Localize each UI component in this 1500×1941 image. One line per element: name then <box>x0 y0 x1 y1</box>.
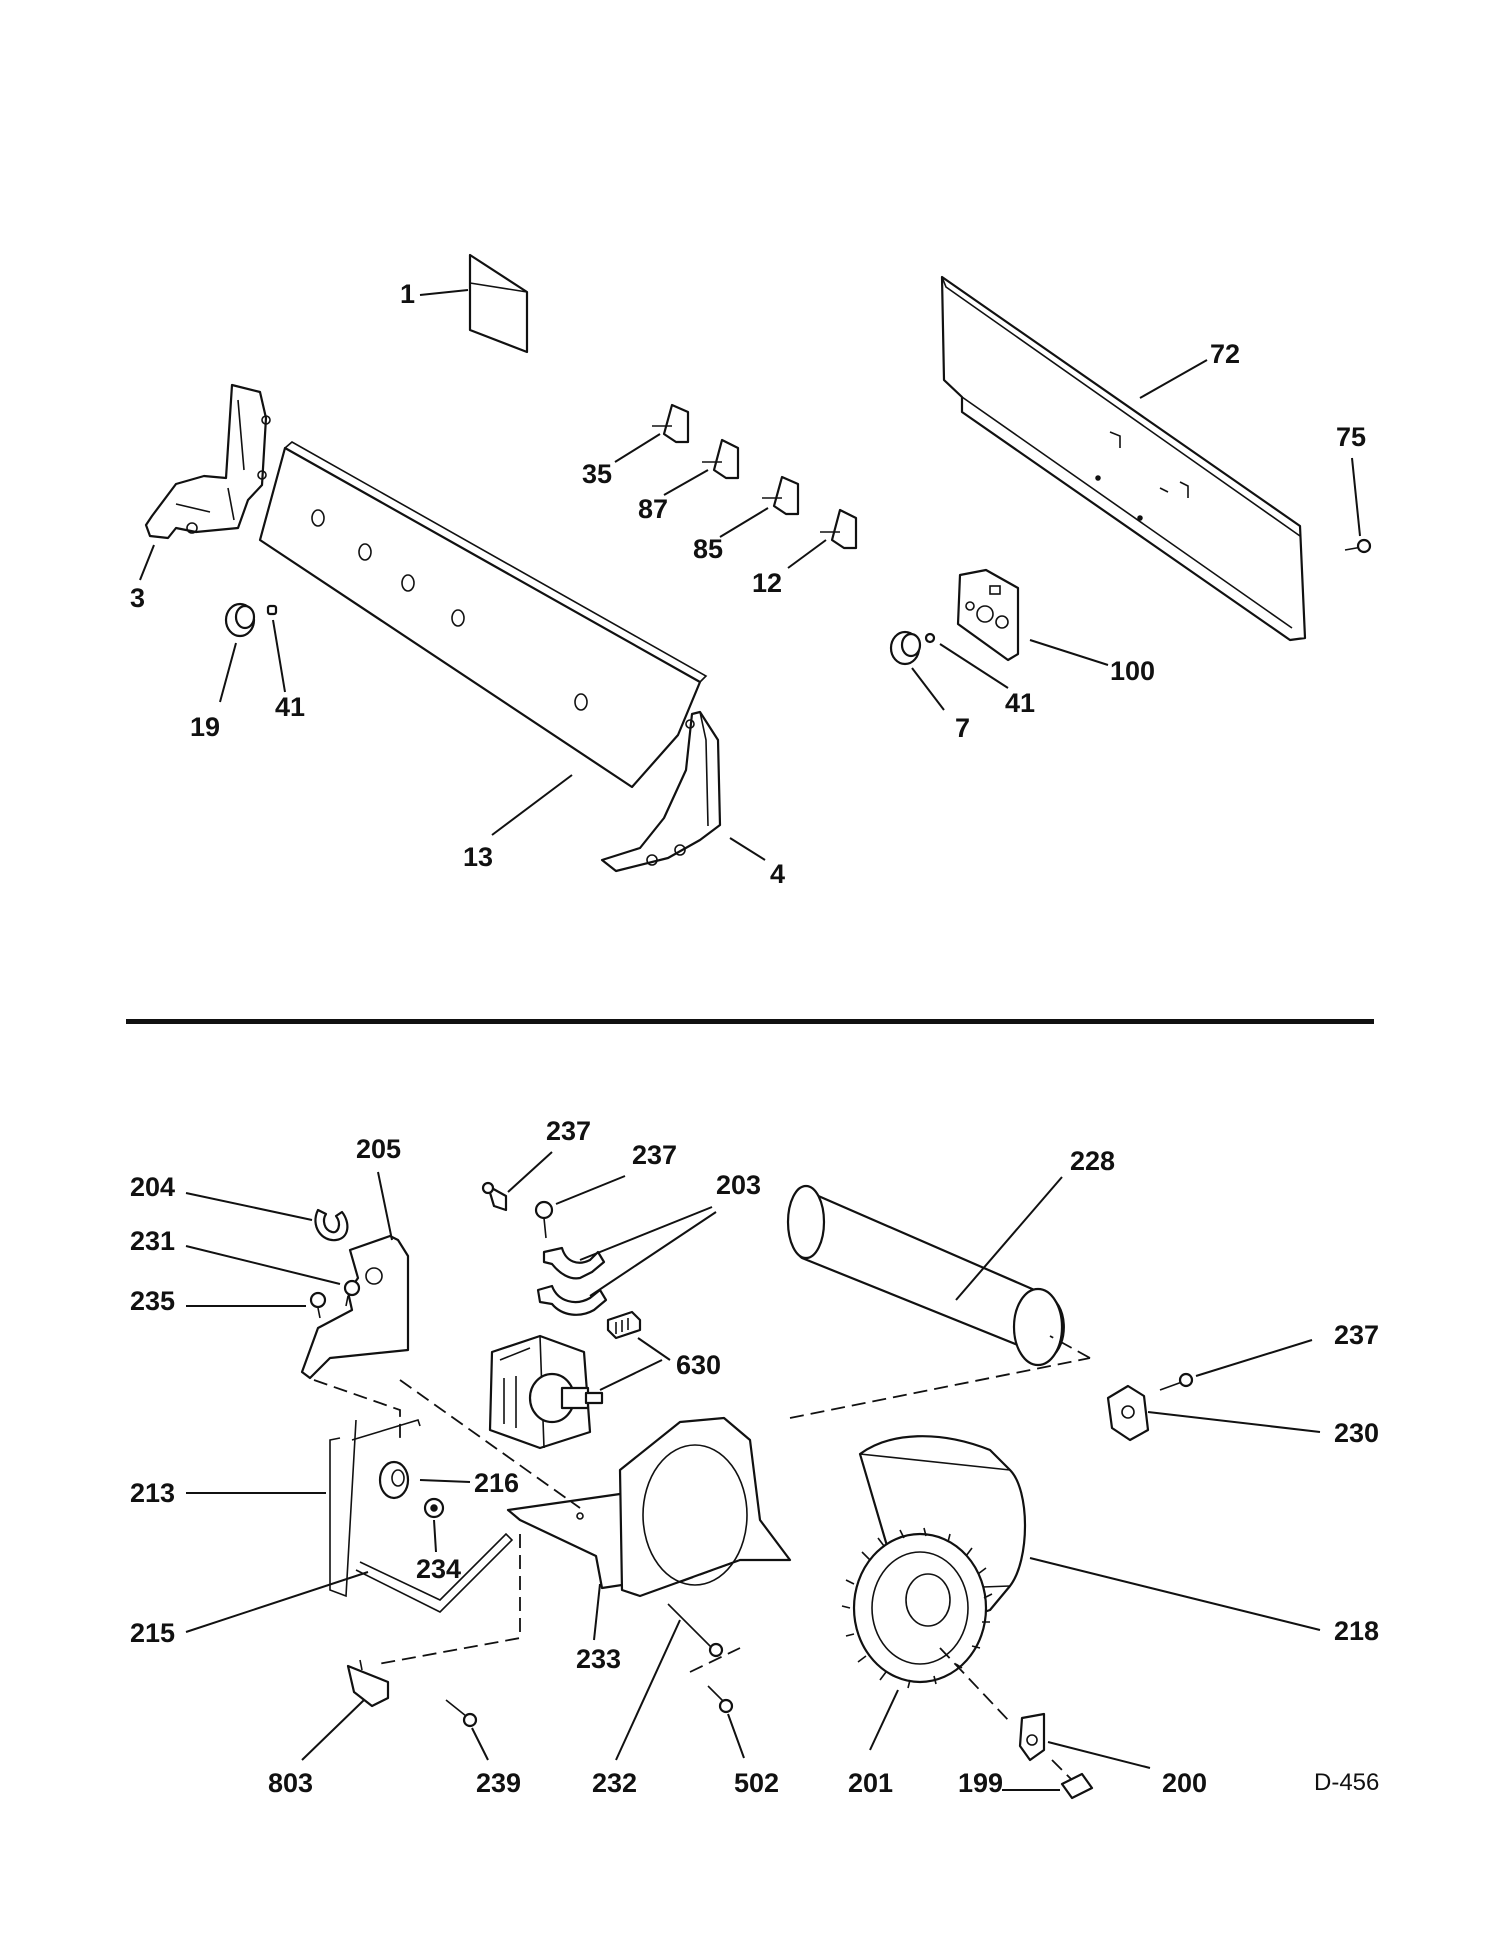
part-3-left-bracket <box>139 383 271 581</box>
label-216: 216 <box>474 1468 519 1498</box>
label-228: 228 <box>1070 1146 1115 1176</box>
part-502-screw <box>707 1685 745 1759</box>
label-199: 199 <box>958 1768 1003 1798</box>
part-13-control-panel <box>258 441 708 836</box>
motor-blower-section: 237 205 237 203 228 204 231 235 630 237 … <box>130 1116 1379 1800</box>
label-41-left: 41 <box>275 692 305 722</box>
label-3: 3 <box>130 583 145 613</box>
label-7: 7 <box>955 713 970 743</box>
label-35: 35 <box>582 459 612 489</box>
part-232-bolt <box>615 1603 724 1761</box>
part-203-motor-clamps <box>536 1206 717 1316</box>
label-201: 201 <box>848 1768 893 1798</box>
part-630-connector <box>606 1310 671 1361</box>
label-215: 215 <box>130 1618 175 1648</box>
part-85-switch <box>719 475 800 538</box>
part-72-rear-panel <box>940 275 1307 642</box>
part-239-screw <box>445 1699 489 1761</box>
part-216-idler-pulley <box>378 1460 471 1500</box>
label-232: 232 <box>592 1768 637 1798</box>
part-205-motor-bracket <box>300 1171 410 1380</box>
part-19-knob-left <box>219 602 256 703</box>
label-200: 200 <box>1162 1768 1207 1798</box>
part-4-right-bracket <box>600 710 766 873</box>
part-201-blower-wheel <box>841 1527 993 1751</box>
label-237-right: 237 <box>1334 1320 1379 1350</box>
part-7-knob-right <box>889 630 945 711</box>
part-100-timer <box>956 568 1109 666</box>
label-19: 19 <box>190 712 220 742</box>
label-630: 630 <box>676 1350 721 1380</box>
part-228-duct <box>786 1176 1065 1367</box>
part-1-instruction-sheet <box>419 253 529 354</box>
label-218: 218 <box>1334 1616 1379 1646</box>
label-233: 233 <box>576 1644 621 1674</box>
label-87: 87 <box>638 494 668 524</box>
label-502: 502 <box>734 1768 779 1798</box>
part-234-pulley-washer <box>423 1497 445 1553</box>
label-75: 75 <box>1336 422 1366 452</box>
label-85: 85 <box>693 534 723 564</box>
part-630-motor <box>488 1334 663 1450</box>
label-230: 230 <box>1334 1418 1379 1448</box>
label-803: 803 <box>268 1768 313 1798</box>
part-237-screw-top <box>481 1151 553 1212</box>
part-237-screw-mid <box>534 1175 626 1239</box>
part-213-idler-arm <box>186 1419 421 1598</box>
label-1: 1 <box>400 279 415 309</box>
part-75-screw <box>1344 457 1372 554</box>
label-100: 100 <box>1110 656 1155 686</box>
part-231-screw <box>185 1245 361 1307</box>
part-41-clip-left <box>266 604 286 693</box>
label-205: 205 <box>356 1134 401 1164</box>
label-72: 72 <box>1210 339 1240 369</box>
assembly-dash-lines <box>313 1335 1091 1781</box>
diagram-code: D-456 <box>1314 1769 1379 1796</box>
section-divider <box>126 1019 1374 1024</box>
part-12-switch <box>787 508 858 569</box>
label-239: 239 <box>476 1768 521 1798</box>
label-213: 213 <box>130 1478 175 1508</box>
part-235-screw <box>186 1291 327 1319</box>
label-204: 204 <box>130 1172 175 1202</box>
label-4: 4 <box>770 859 785 889</box>
part-237-screw-right <box>1159 1339 1313 1391</box>
label-231: 231 <box>130 1226 175 1256</box>
label-41-right: 41 <box>1005 688 1035 718</box>
label-203: 203 <box>716 1170 761 1200</box>
part-215-belt-wire <box>185 1532 514 1633</box>
label-234: 234 <box>416 1554 461 1584</box>
part-230-thermostat <box>1106 1384 1321 1442</box>
part-41-clip-right <box>924 632 1009 689</box>
label-235: 235 <box>130 1286 175 1316</box>
part-200-clip <box>1018 1712 1151 1769</box>
part-199-bolt <box>1002 1772 1094 1800</box>
part-87-switch <box>663 438 740 496</box>
label-12: 12 <box>752 568 782 598</box>
part-204-clamp <box>185 1192 349 1242</box>
label-237-mid: 237 <box>632 1140 677 1170</box>
control-panel-section: 1 3 19 41 13 4 35 87 85 12 72 75 100 7 4… <box>130 253 1372 889</box>
label-237-top: 237 <box>546 1116 591 1146</box>
label-13: 13 <box>463 842 493 872</box>
part-803-switch <box>301 1659 390 1761</box>
part-35-switch <box>614 403 690 463</box>
